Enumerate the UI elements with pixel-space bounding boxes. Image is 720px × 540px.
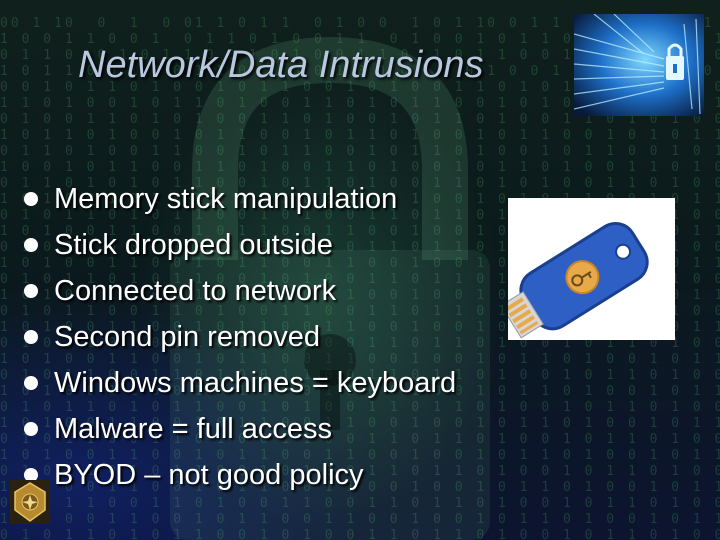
bullet-dot-icon bbox=[24, 330, 38, 344]
bullet-item: Connected to network bbox=[18, 268, 456, 314]
bullet-text: Stick dropped outside bbox=[54, 228, 333, 261]
usb-key-image bbox=[500, 198, 675, 340]
bullet-text: BYOD – not good policy bbox=[54, 458, 364, 491]
usb-security-key-icon bbox=[500, 222, 649, 339]
slide-title: Network/Data Intrusions bbox=[78, 44, 484, 86]
bullet-dot-icon bbox=[24, 376, 38, 390]
bullet-text: Second pin removed bbox=[54, 320, 320, 353]
bullet-list: Memory stick manipulation Stick dropped … bbox=[18, 176, 456, 498]
bullet-dot-icon bbox=[24, 422, 38, 436]
bullet-dot-icon bbox=[24, 192, 38, 206]
bullet-item: Stick dropped outside bbox=[18, 222, 456, 268]
police-crest-icon bbox=[10, 480, 50, 524]
bullet-dot-icon bbox=[24, 284, 38, 298]
bullet-item: Windows machines = keyboard bbox=[18, 360, 456, 406]
bullet-text: Windows machines = keyboard bbox=[54, 366, 457, 399]
bullet-text: Malware = full access bbox=[54, 412, 333, 445]
bullet-dot-icon bbox=[24, 468, 38, 482]
digital-lock-icon bbox=[574, 14, 704, 116]
bullet-dot-icon bbox=[24, 238, 38, 252]
bullet-item: BYOD – not good policy bbox=[18, 452, 456, 498]
bullet-item: Malware = full access bbox=[18, 406, 456, 452]
bullet-item: Memory stick manipulation bbox=[18, 176, 456, 222]
bullet-text: Memory stick manipulation bbox=[54, 182, 398, 215]
bullet-text: Connected to network bbox=[54, 274, 337, 307]
bullet-item: Second pin removed bbox=[18, 314, 456, 360]
